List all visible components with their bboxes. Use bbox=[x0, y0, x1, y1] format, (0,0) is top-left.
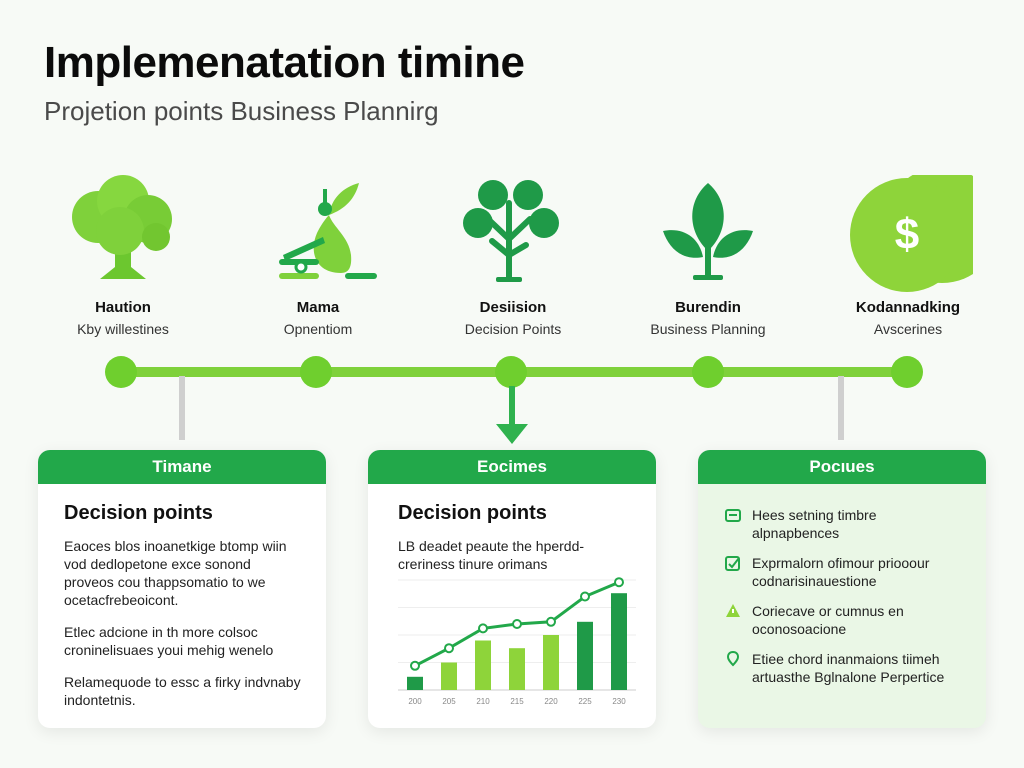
milestone-4: Burendin Business Planning bbox=[608, 175, 808, 337]
x-tick-label: 215 bbox=[510, 697, 524, 706]
card-policies: Pocıues Hees setning timbre alpnapbences… bbox=[698, 450, 986, 728]
x-tick-label: 230 bbox=[612, 697, 626, 706]
chart-point bbox=[580, 591, 590, 602]
feature-item: Coriecave or cumnus en oconosoacione bbox=[724, 602, 962, 638]
card-title: Decision points bbox=[398, 502, 547, 524]
chart-point bbox=[410, 660, 420, 671]
x-tick-label: 225 bbox=[578, 697, 592, 706]
milestone-2: Mama Opnentiom bbox=[218, 175, 418, 337]
milestone-title: Haution bbox=[95, 299, 151, 316]
milestone-1: Haution Kby willestines bbox=[23, 175, 223, 337]
arrow-shaft bbox=[509, 386, 515, 426]
arrow-down-icon bbox=[496, 424, 528, 444]
chart-bar bbox=[441, 662, 457, 690]
chart-bar bbox=[407, 676, 423, 690]
feature-text: Etiee chord inanmaions tiimeh artuasthe … bbox=[752, 651, 945, 685]
milestone-subtitle: Business Planning bbox=[650, 321, 766, 337]
card-paragraph: Eaoces blos inoanetkige btomp wiin vod d… bbox=[64, 538, 287, 608]
timeline-node[interactable] bbox=[495, 356, 527, 388]
card-description: LB deadet peaute the hperdd-creriness ti… bbox=[398, 538, 585, 572]
card-outcomes: Eocimes Decision points LB deadet peaute… bbox=[368, 450, 656, 728]
leaf-icon bbox=[608, 175, 808, 285]
branch-icon bbox=[413, 175, 613, 285]
growth-chart: 200 205 210 215 220 225 230 bbox=[398, 577, 636, 706]
connector-line bbox=[179, 376, 185, 440]
card-paragraph: Etlec adcione in th more colsoc croninel… bbox=[64, 624, 274, 658]
chart-bar bbox=[543, 635, 559, 690]
chart-point bbox=[546, 616, 556, 627]
milestone-title: Desiision bbox=[479, 299, 547, 316]
milestone-subtitle: Avscerines bbox=[873, 321, 943, 337]
feature-item: Hees setning timbre alpnapbences bbox=[724, 506, 962, 542]
chart-bar bbox=[475, 640, 491, 690]
chart-point bbox=[614, 577, 624, 588]
milestone-title: Mama bbox=[296, 299, 340, 316]
check-icon bbox=[725, 556, 740, 571]
milestone-subtitle: Opnentiom bbox=[283, 321, 353, 337]
timeline-node[interactable] bbox=[692, 356, 724, 388]
x-tick-label: 210 bbox=[476, 697, 490, 706]
calendar-icon bbox=[725, 509, 741, 522]
card-timeline: Timane Decision points Eaoces blos inoan… bbox=[38, 450, 326, 728]
chart-bar bbox=[577, 621, 593, 690]
milestone-subtitle: Kby willestines bbox=[77, 321, 169, 337]
location-pin-icon bbox=[726, 650, 740, 667]
milestone-title: Burendin bbox=[675, 299, 741, 316]
x-tick-label: 200 bbox=[408, 697, 422, 706]
card-header: Timane bbox=[38, 450, 326, 484]
feature-text: Exprmalorn ofimour priooour codnarisinau… bbox=[752, 555, 930, 589]
card-header: Pocıues bbox=[698, 450, 986, 484]
connector-line bbox=[838, 376, 844, 440]
warning-icon bbox=[726, 604, 740, 617]
chart-bar bbox=[509, 648, 525, 690]
page-subtitle: Projetion points Business Plannirg bbox=[44, 96, 439, 126]
sprout-icon bbox=[218, 175, 418, 285]
feature-item: Etiee chord inanmaions tiimeh artuasthe … bbox=[724, 650, 962, 686]
card-header: Eocimes bbox=[368, 450, 656, 484]
milestone-subtitle: Decision Points bbox=[464, 321, 562, 337]
timeline-node[interactable] bbox=[891, 356, 923, 388]
timeline-node[interactable] bbox=[105, 356, 137, 388]
milestone-3: Desiision Decision Points bbox=[413, 175, 613, 337]
feature-text: Hees setning timbre alpnapbences bbox=[752, 507, 877, 541]
dollar-sign-icon: $ bbox=[850, 178, 964, 292]
card-paragraph: Relamequode to essc a firky indvnaby ind… bbox=[64, 674, 301, 708]
card-title: Decision points bbox=[64, 502, 213, 524]
x-tick-label: 205 bbox=[442, 697, 456, 706]
page-title: Implemenatation timine bbox=[44, 38, 525, 87]
feature-item: Exprmalorn ofimour priooour codnarisinau… bbox=[724, 554, 962, 590]
chart-bar bbox=[611, 593, 627, 690]
milestone-title: Kodannadking bbox=[855, 299, 961, 316]
chart-point bbox=[444, 643, 454, 654]
chart-point bbox=[478, 623, 488, 634]
chart-point bbox=[512, 619, 522, 629]
timeline-node[interactable] bbox=[300, 356, 332, 388]
tree-icon bbox=[23, 175, 223, 285]
feature-text: Coriecave or cumnus en oconosoacione bbox=[752, 603, 904, 637]
x-tick-label: 220 bbox=[544, 697, 558, 706]
